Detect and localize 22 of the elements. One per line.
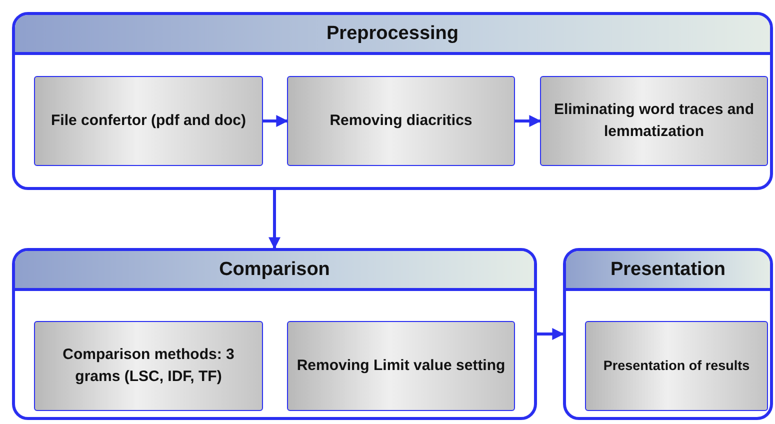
process-box [287,76,515,166]
arrow [263,115,288,127]
arrow [537,328,564,340]
step-text: Comparison methods: 3 grams (LSC, IDF, TF) [62,345,236,387]
section-panel [12,12,773,190]
process-box [287,321,515,411]
section-header: Preprocessing [15,15,770,55]
step-text: Eliminating word traces and lemmatization [552,100,756,142]
process-box [34,321,263,411]
section-header: Presentation [566,251,770,291]
process-box [34,76,263,166]
process-box [585,321,768,411]
section-panel [12,248,537,420]
step-text: Removing diacritics [328,111,474,132]
step-text: File confertor (pdf and doc) [50,111,247,132]
process-box [540,76,768,166]
arrow [515,115,542,127]
step-text: Presentation of results [602,357,751,376]
step-text: Removing Limit value setting [296,356,506,376]
arrow [268,190,280,250]
section-header: Comparison [15,251,534,291]
section-panel [563,248,773,420]
